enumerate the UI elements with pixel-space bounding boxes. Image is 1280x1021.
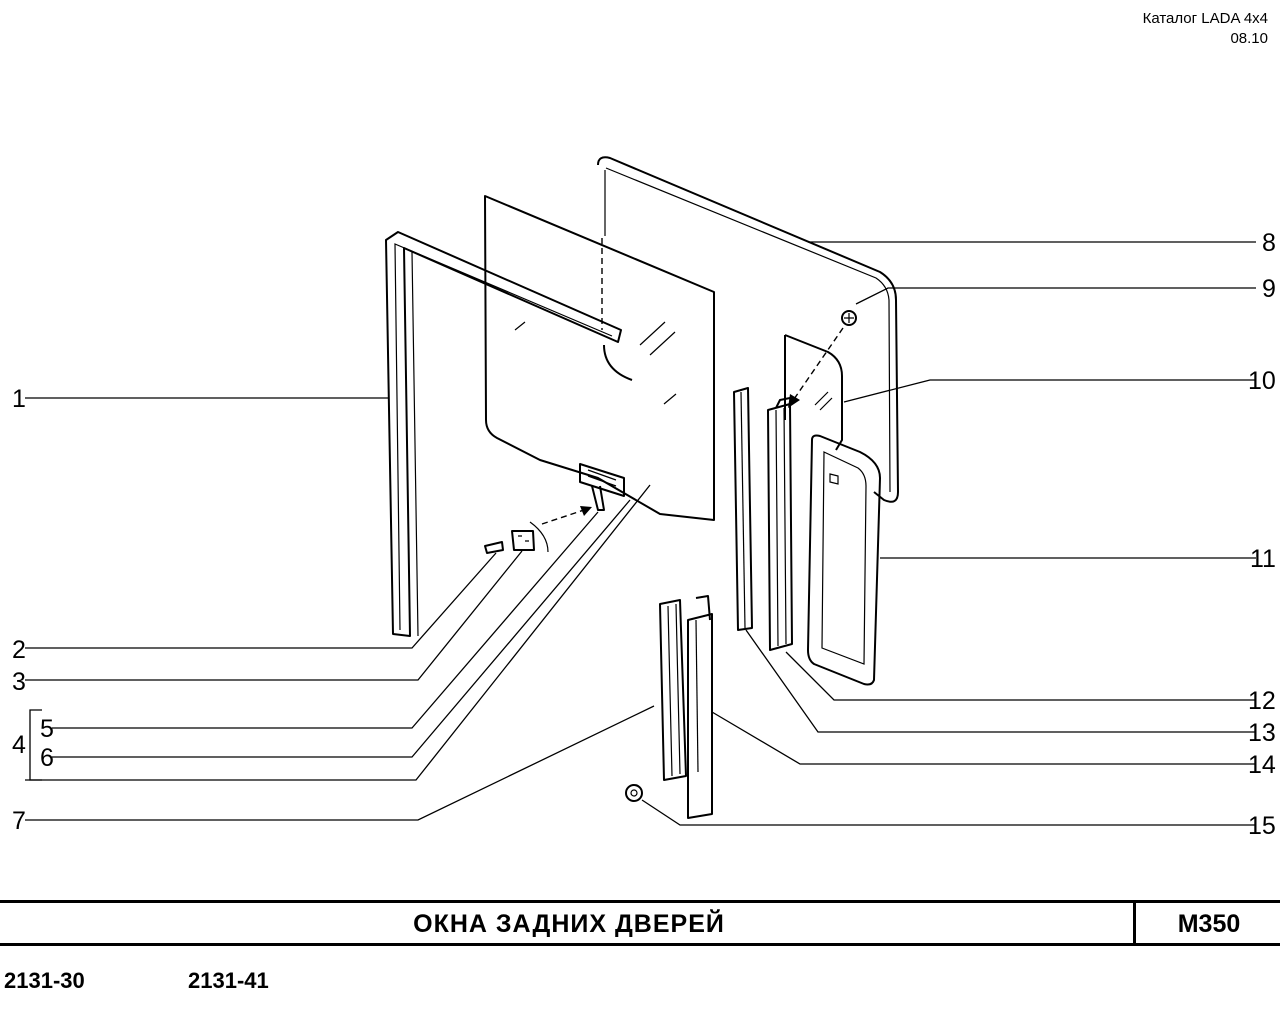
callout-15: 15 (1248, 812, 1276, 840)
part-clip (511, 530, 535, 551)
part-glass-holder (579, 463, 625, 511)
footer-separator (1133, 902, 1136, 945)
exploded-parts-diagram: 1 2 3 4 5 6 7 8 9 10 11 12 13 14 15 (12, 156, 1276, 840)
part-run-channel (385, 231, 622, 637)
catalog-label: Каталог LADA 4x4 (1142, 10, 1268, 27)
part-vent-frame (807, 434, 881, 686)
part-screw (841, 310, 857, 326)
callout-2: 2 (12, 636, 26, 664)
callout-1: 1 (12, 385, 26, 413)
part-window-seal (597, 156, 899, 503)
part-nut (625, 784, 643, 802)
arc-mark (529, 521, 549, 553)
part-lower-guide (659, 595, 713, 819)
footer-top-rule (0, 900, 1280, 903)
model-code-2: 2131-41 (188, 968, 269, 993)
part-small-pin (484, 541, 504, 554)
callout-14: 14 (1248, 751, 1276, 779)
model-code-1: 2131-30 (4, 968, 85, 993)
arrow-head-a (580, 506, 592, 516)
callout-10: 10 (1248, 367, 1276, 395)
part-door-glass (484, 195, 715, 521)
page-title: ОКНА ЗАДНИХ ДВЕРЕЙ (413, 910, 725, 938)
section-code: M350 (1177, 910, 1241, 938)
callout-12: 12 (1248, 687, 1276, 715)
callout-11: 11 (1250, 545, 1276, 573)
callout-6: 6 (40, 744, 54, 772)
leader-lines (25, 241, 1256, 826)
part-glass-run (733, 387, 753, 631)
callout-13: 13 (1248, 719, 1276, 747)
callout-3: 3 (12, 668, 26, 696)
callout-4: 4 (12, 731, 26, 759)
part-rear-channel (767, 397, 793, 651)
assembly-arrow-b (791, 327, 844, 403)
callout-8: 8 (1262, 229, 1276, 257)
catalog-date: 08.10 (1230, 30, 1268, 47)
callout-7: 7 (12, 807, 26, 835)
callout-5: 5 (40, 715, 54, 743)
callout-9: 9 (1262, 275, 1276, 303)
footer-bottom-rule (0, 943, 1280, 946)
part-vent-glass (784, 334, 843, 451)
